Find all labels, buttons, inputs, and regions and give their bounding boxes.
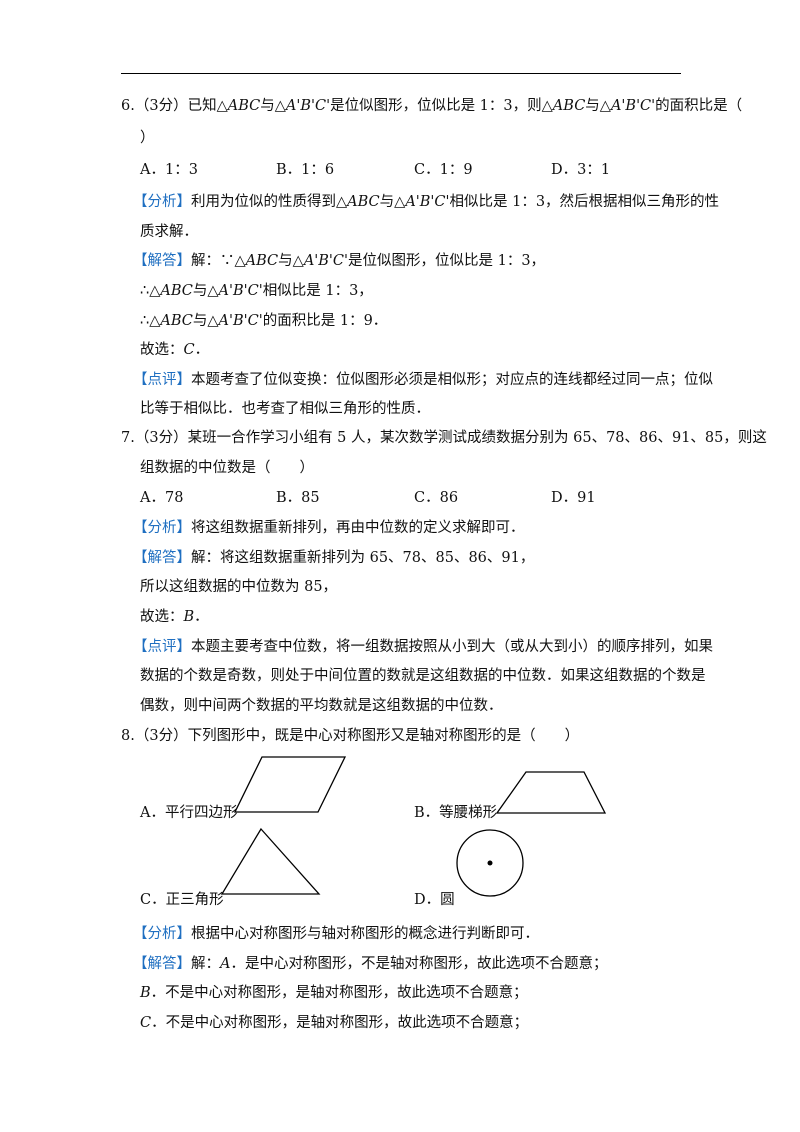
q7-choose: 故选：B． (140, 609, 209, 625)
q7-comment: 【点评】本题主要考查中位数，将一组数据按照从小到大（或从大到小）的顺序排列，如果 (133, 639, 713, 655)
q8-solution-c: C．不是中心对称图形，是轴对称图形，故此选项不合题意； (140, 1015, 529, 1031)
q6-stem: 6.（3分）已知△ABC与△A'B'C'是位似图形，位似比是 1：3，则△ABC… (121, 98, 743, 114)
q6-solution: 【解答】解：∵△ABC与△A'B'C'是位似图形，位似比是 1：3， (133, 253, 546, 269)
q7-solution: 【解答】解：将这组数据重新排列为 65、78、85、86、91， (133, 550, 535, 566)
q8-stem: 8.（3分）下列图形中，既是中心对称图形又是轴对称图形的是（ ） (121, 728, 580, 744)
q6-analysis: 【分析】利用为位似的性质得到△ABC与△A'B'C'相似比是 1：3，然后根据相… (133, 194, 720, 210)
q7-option-d: D．91 (551, 490, 596, 506)
circle-figure (456, 829, 524, 897)
q6-analysis-line2: 质求解． (140, 224, 198, 240)
q8-option-c: C．正三角形 (140, 892, 224, 908)
q6-choose: 故选：C． (140, 342, 210, 358)
equilateral-triangle-figure (220, 827, 321, 895)
q6-option-a: A．1：3 (140, 162, 198, 178)
q6-stem-close: ） (140, 130, 155, 146)
q6-comment: 【点评】本题考查了位似变换：位似图形必须是相似形；对应点的连线都经过同一点；位似 (133, 372, 713, 388)
q7-option-a: A．78 (140, 490, 184, 506)
q8-solution: 【解答】解：A．是中心对称图形，不是轴对称图形，故此选项不合题意； (133, 956, 608, 972)
q8-analysis: 【分析】根据中心对称图形与轴对称图形的概念进行判断即可． (133, 926, 539, 942)
q7-option-c: C．86 (414, 490, 459, 506)
q6-option-b: B．1：6 (276, 162, 335, 178)
q6-option-d: D．3：1 (551, 162, 611, 178)
q6-therefore-1: ∴△ABC与△A'B'C'相似比是 1：3， (140, 283, 373, 299)
q8-solution-b: B．不是中心对称图形，是轴对称图形，故此选项不合题意； (140, 985, 528, 1001)
q7-analysis: 【分析】将这组数据重新排列，再由中位数的定义求解即可． (133, 520, 525, 536)
q7-comment-line3: 偶数，则中间两个数据的平均数就是这组数据的中位数． (140, 698, 503, 714)
q6-therefore-2: ∴△ABC与△A'B'C'的面积比是 1：9． (140, 313, 388, 329)
q7-stem: 7.（3分）某班一合作学习小组有 5 人，某次数学测试成绩数据分别为 65、78… (121, 430, 767, 446)
q8-option-b: B．等腰梯形 (414, 805, 498, 821)
header-rule (121, 73, 681, 74)
q6-comment-line2: 比等于相似比．也考查了相似三角形的性质． (140, 401, 430, 417)
q6-option-c: C．1：9 (414, 162, 473, 178)
circle-center-dot (487, 860, 493, 866)
q7-option-b: B．85 (276, 490, 320, 506)
parallelogram-figure (233, 756, 347, 813)
q7-comment-line2: 数据的个数是奇数，则处于中间位置的数就是这组数据的中位数．如果这组数据的个数是 (140, 668, 706, 684)
q8-option-a: A．平行四边形 (140, 805, 238, 821)
isosceles-trapezoid-figure (495, 771, 607, 814)
q7-stem-line2: 组数据的中位数是（ ） (140, 460, 314, 476)
q7-solution-line2: 所以这组数据的中位数为 85， (140, 579, 338, 595)
q8-option-d: D．圆 (414, 892, 455, 908)
